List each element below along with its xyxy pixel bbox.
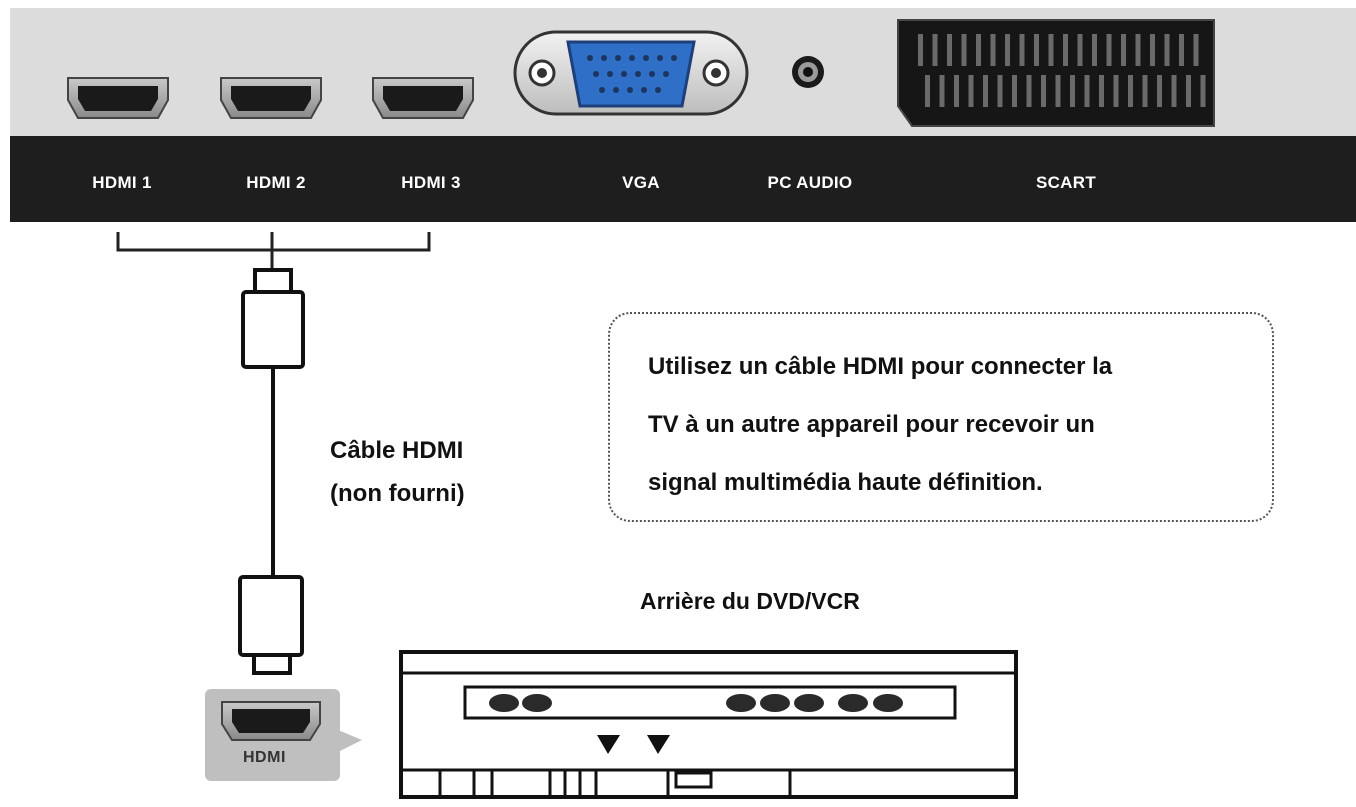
scart-pin — [1005, 34, 1010, 66]
hdmi-port-1-icon — [67, 77, 169, 119]
scart-pin — [1150, 34, 1155, 66]
cable-bottom-plug-body — [238, 575, 304, 657]
scart-pin — [1106, 34, 1112, 66]
hdmi-port-2-icon — [220, 77, 322, 119]
scart-pin — [1077, 34, 1083, 66]
port-label-vga: VGA — [622, 173, 660, 192]
scart-pin — [1026, 75, 1032, 107]
dvd-bottom-slots — [401, 768, 1016, 797]
scart-pin — [961, 34, 967, 66]
cable-top-plug-body — [241, 290, 305, 369]
scart-pin — [1041, 75, 1046, 107]
dvd-arrow-markers — [597, 735, 670, 754]
device-hdmi-port-badge — [205, 689, 362, 781]
scart-pin — [939, 75, 945, 107]
scart-pin — [932, 34, 938, 66]
scart-pin — [1084, 75, 1090, 107]
instruction-note: Utilisez un câble HDMI pour connecter la… — [608, 312, 1274, 522]
scart-pin — [1063, 34, 1068, 66]
scart-pin — [1179, 34, 1184, 66]
tv-back-panel — [10, 8, 1356, 222]
scart-pin — [1135, 34, 1141, 66]
scart-pin — [918, 34, 923, 66]
cable-bottom-plug-tip — [252, 653, 292, 675]
hdmi-port-3-icon — [372, 77, 474, 119]
instruction-line-3: signal multimédia haute définition. — [648, 469, 1043, 496]
scart-pin — [1142, 75, 1148, 107]
scart-pin — [1012, 75, 1017, 107]
scart-pin — [1193, 34, 1199, 66]
pc-audio-jack-icon — [792, 56, 824, 88]
scart-pin — [1121, 34, 1126, 66]
scart-pin — [968, 75, 974, 107]
scart-pin — [1113, 75, 1119, 107]
port-label-pc-audio: PC AUDIO — [767, 173, 853, 192]
scart-pin — [990, 34, 996, 66]
scart-pin — [1099, 75, 1104, 107]
vga-port-icon — [513, 30, 749, 116]
scart-pin — [983, 75, 988, 107]
device-hdmi-port-icon — [221, 701, 321, 741]
hdmi-ports-bracket — [116, 232, 431, 270]
scart-pin — [1186, 75, 1191, 107]
scart-pin — [976, 34, 981, 66]
port-label-hdmi2: HDMI 2 — [246, 173, 306, 192]
scart-pin — [1055, 75, 1061, 107]
scart-pin — [1157, 75, 1162, 107]
scart-pin — [947, 34, 952, 66]
port-label-scart: SCART — [1035, 173, 1097, 192]
scart-pin — [997, 75, 1003, 107]
scart-pin — [954, 75, 959, 107]
cable-label: Câble HDMI — [330, 437, 464, 464]
dvd-jacks — [489, 694, 903, 712]
scart-pin — [1070, 75, 1075, 107]
instruction-line-1: Utilisez un câble HDMI pour connecter la — [648, 353, 1113, 380]
scart-pin — [1092, 34, 1097, 66]
scart-pin — [1128, 75, 1133, 107]
tv-panel-label-strip — [10, 136, 1356, 222]
scart-pin — [1019, 34, 1025, 66]
cable-note: (non fourni) — [330, 480, 465, 507]
port-label-hdmi1: HDMI 1 — [92, 173, 152, 192]
device-title: Arrière du DVD/VCR — [640, 588, 860, 614]
hdmi-cable — [238, 268, 305, 675]
device-hdmi-label: HDMI — [243, 749, 286, 766]
dvd-vcr-rear-panel — [399, 650, 1018, 799]
scart-pin — [1171, 75, 1177, 107]
scart-port-icon — [897, 19, 1215, 127]
port-label-hdmi3: HDMI 3 — [401, 173, 461, 192]
scart-pin — [1164, 34, 1170, 66]
instruction-line-2: TV à un autre appareil pour recevoir un — [648, 411, 1095, 438]
cable-top-plug-tip — [253, 268, 293, 294]
scart-pin — [925, 75, 930, 107]
scart-pin — [1048, 34, 1054, 66]
scart-pin — [1034, 34, 1039, 66]
scart-pin — [1200, 75, 1206, 107]
